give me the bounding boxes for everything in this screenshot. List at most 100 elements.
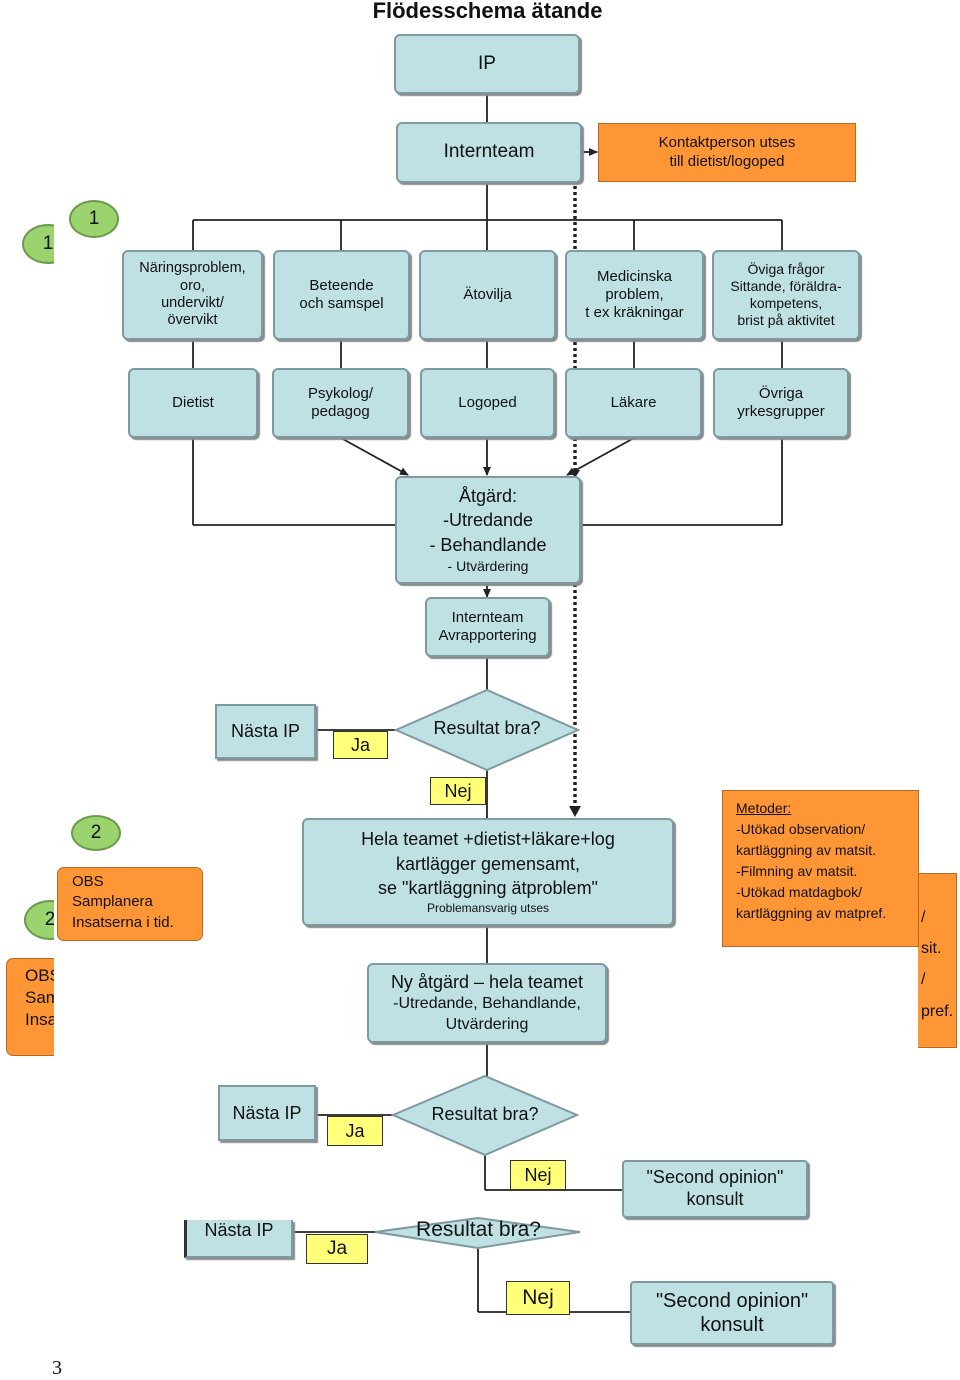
avrapportering-line: Internteam (451, 609, 524, 626)
second-opinion-line: konsult (686, 1189, 744, 1209)
obs-line: Insatserna i tid. (72, 913, 174, 931)
atgard-line: -Utredande (442, 510, 534, 531)
label-no-2: Nej (510, 1160, 566, 1190)
yes-label: Ja (350, 734, 370, 755)
methods-line: -Filmning av matsit. (736, 863, 858, 879)
whole-team-line: Problemansvarig utses (426, 901, 550, 916)
marker-1-partial: 1 (22, 224, 54, 264)
marker-2-partial: 2 (24, 900, 54, 940)
obs-partial-line: Insa (25, 1010, 54, 1030)
profession-box-dietist: Dietist (128, 368, 258, 438)
dotted-arrowhead (570, 470, 580, 478)
second-opinion-line: "Second opinion" (646, 1167, 784, 1188)
methods-line: kartläggning av matsit. (736, 842, 877, 858)
next-ip-label: Nästa IP (230, 721, 301, 741)
problem-line: problem, (605, 286, 664, 303)
new-action-line: -Utredande, Behandlande, (393, 994, 581, 1012)
node-new-action: Ny åtgärd – hela teamet -Utredande, Beha… (367, 963, 607, 1043)
page-title: Flödesschema ätande (372, 0, 603, 23)
whole-team-line: Hela teamet +dietist+läkare+log (361, 829, 615, 850)
profession-line: Psykolog/ (307, 385, 374, 402)
methods-partial-line: sit. (921, 940, 942, 958)
methods-partial-line: / (921, 971, 926, 989)
problem-line: och samspel (299, 295, 384, 312)
marker-2: 2 (71, 815, 121, 851)
node-ip: IP (394, 34, 580, 94)
yes-label: Ja (345, 1120, 365, 1141)
obs-line: OBS (72, 873, 104, 890)
problem-line: Sittande, föräldra- (730, 278, 842, 295)
problem-box-other: Öviga frågor Sittande, föräldra- kompete… (712, 250, 860, 340)
profession-line: Dietist (172, 394, 214, 411)
atgard-line: Åtgärd: (458, 486, 518, 507)
methods-line: kartläggning av matpref. (736, 905, 887, 921)
node-next-ip-1: Nästa IP (215, 704, 316, 759)
decision-diamond-3 (374, 1216, 581, 1250)
decision-diamond-2 (390, 1074, 580, 1157)
marker-2-partial-label: 2 (44, 909, 54, 930)
decision-diamond-1 (393, 688, 581, 772)
label-no-1: Nej (430, 777, 486, 805)
problem-line: Öviga frågor (747, 261, 825, 278)
problem-line: Beteende (309, 277, 374, 294)
dotted-arrowhead (569, 806, 581, 817)
profession-box-psychologist: Psykolog/ pedagog (272, 368, 409, 438)
problem-line: Medicinska (596, 268, 673, 285)
problem-line: Ätovilja (463, 286, 512, 303)
node-internteam: Internteam (396, 122, 582, 183)
methods-box-partial: / sit. / pref. (918, 873, 957, 1048)
profession-line: Logoped (458, 394, 517, 411)
profession-box-other: Övriga yrkesgrupper (713, 368, 849, 438)
no-label: Nej (522, 1286, 554, 1309)
label-no-3: Nej (506, 1281, 570, 1315)
obs-line: Samplanera (72, 893, 153, 911)
node-next-ip-2: Nästa IP (218, 1085, 316, 1141)
problem-line: brist på aktivitet (737, 311, 835, 328)
no-label: Nej (524, 1164, 552, 1185)
next-ip-label: Nästa IP (232, 1102, 302, 1123)
problem-box-nutrition: Näringsproblem, oro, undervikt/ övervikt (122, 250, 263, 340)
marker-2-label: 2 (90, 822, 102, 843)
contact-line: till dietist/logoped (669, 152, 785, 170)
marker-1-label: 1 (88, 208, 100, 229)
profession-line: Läkare (610, 394, 657, 411)
page-number: 3 (52, 1357, 62, 1379)
profession-line: Övriga (758, 385, 804, 402)
obs-box-partial: OBS Sam Insa (6, 958, 54, 1056)
methods-title: Metoder: (736, 800, 792, 816)
next-ip-label: Nästa IP (204, 1220, 274, 1240)
methods-line: -Utökad matdagbok/ (736, 884, 863, 900)
marker-1: 1 (69, 200, 119, 238)
problem-box-medical: Medicinska problem, t ex kräkningar (565, 250, 704, 340)
new-action-line: Ny åtgärd – hela teamet (390, 971, 584, 992)
problem-line: t ex kräkningar (585, 304, 684, 321)
profession-line: yrkesgrupper (737, 403, 825, 420)
problem-line: oro, (180, 277, 205, 294)
obs-box: OBS Samplanera Insatserna i tid. (57, 867, 203, 941)
problem-line: övervikt (167, 312, 218, 329)
no-label: Nej (444, 780, 472, 801)
connector (340, 437, 409, 476)
node-whole-team: Hela teamet +dietist+läkare+log kartlägg… (302, 818, 674, 926)
problem-line: Näringsproblem, (139, 260, 246, 277)
whole-team-line: se "kartläggning ätproblem" (378, 878, 598, 899)
problem-line: undervikt/ (161, 295, 224, 311)
decision-3-label: Resultat bra? (416, 1218, 541, 1241)
node-next-ip-3: Nästa IP (184, 1220, 293, 1258)
methods-line: -Utökad observation/ (736, 821, 866, 837)
decision-1-label: Resultat bra? (433, 718, 541, 738)
second-opinion-line: "Second opinion" (655, 1290, 809, 1312)
whole-team-line: kartlägger gemensamt, (395, 853, 581, 874)
obs-partial-line: OBS (25, 966, 54, 985)
methods-partial-line: / (921, 909, 926, 926)
label-yes-1: Ja (333, 731, 388, 759)
node-atgard: Åtgärd: -Utredande - Behandlande - Utvär… (395, 476, 581, 584)
profession-box-doctor: Läkare (565, 368, 702, 438)
obs-partial-line: Sam (25, 988, 54, 1008)
node-second-opinion-2: "Second opinion" konsult (630, 1281, 834, 1345)
problem-box-appetite: Ätovilja (419, 250, 556, 340)
profession-box-logoped: Logoped (420, 368, 555, 438)
avrapportering-line: Avrapportering (438, 627, 537, 644)
problem-line: kompetens, (749, 295, 823, 311)
